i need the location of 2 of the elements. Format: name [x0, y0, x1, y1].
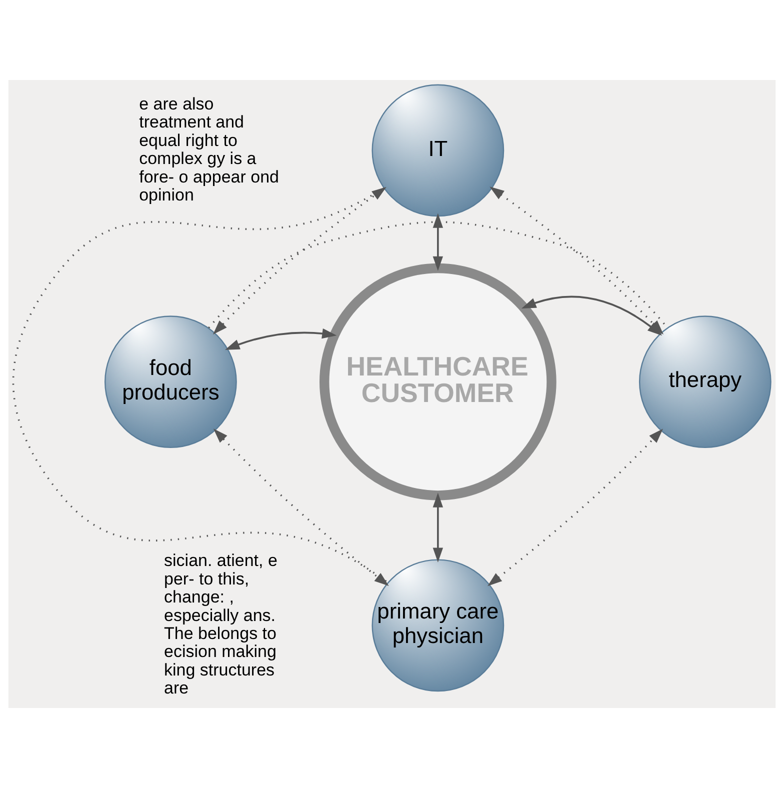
label: e are also treatment and equal right to complex gy is a fore- o appear ond opinion — [139, 94, 279, 204]
label: sician. atient, e per- to this, change: , especially ans. The belongs to ecision making king structures are — [164, 550, 278, 698]
